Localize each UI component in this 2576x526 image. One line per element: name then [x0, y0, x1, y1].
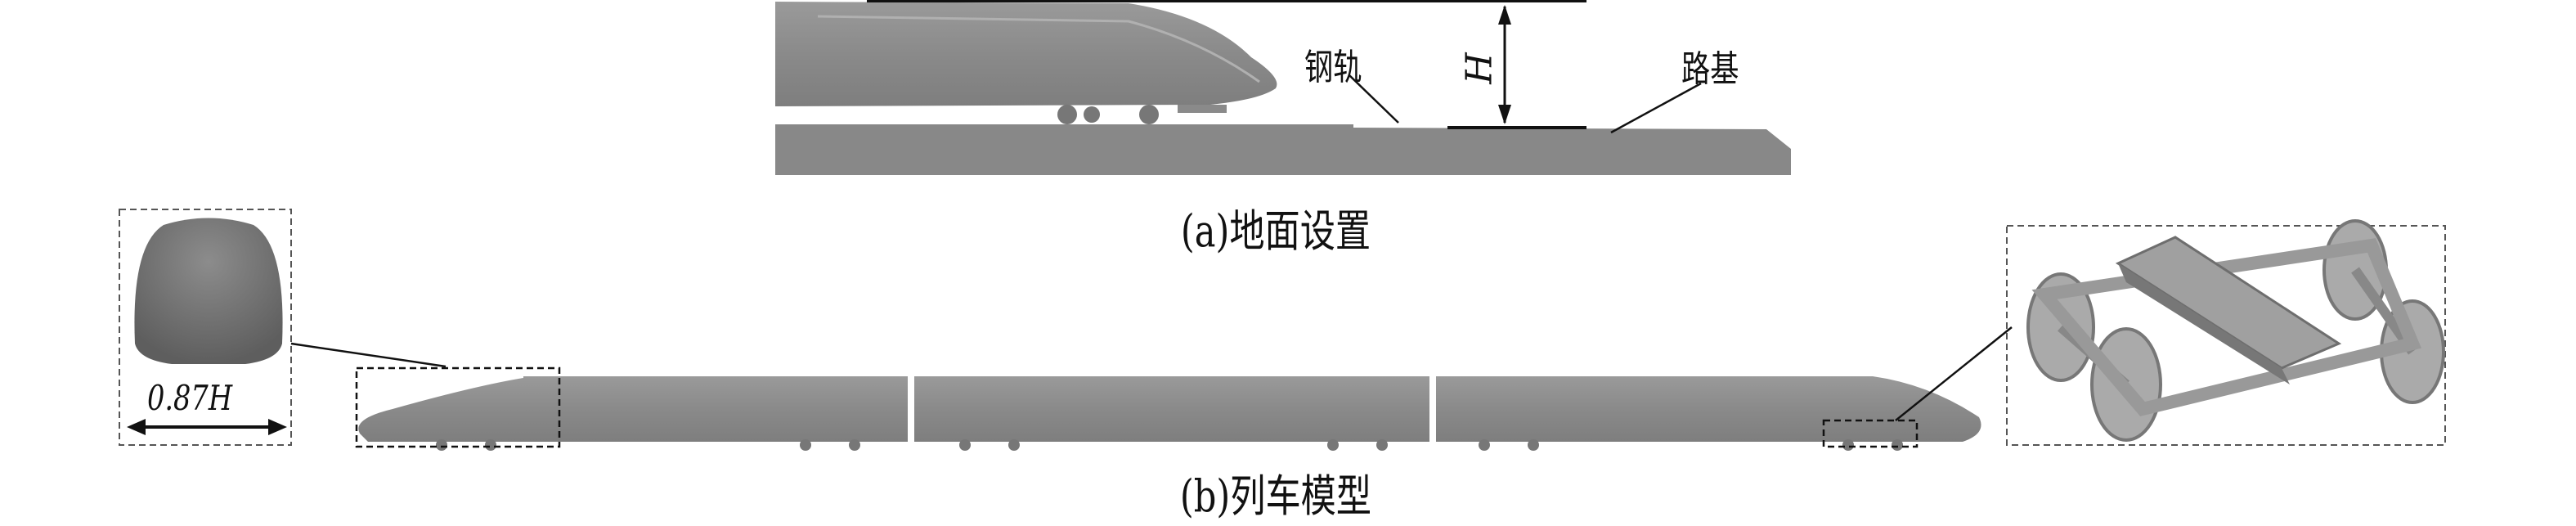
subgrade	[775, 124, 1791, 175]
train-nose-side-view	[775, 2, 1277, 124]
bogie-inset-frame	[2006, 225, 2446, 446]
subgrade-label: 路基	[1681, 48, 1739, 90]
bogie-leader-line	[1895, 326, 2013, 421]
width-arrow	[127, 419, 287, 435]
caption-b: (b)列车模型	[1179, 470, 1372, 522]
bogie-highlight-frame	[1822, 419, 1919, 448]
subgrade-leader-line	[1610, 82, 1702, 134]
nose-leader-line	[290, 342, 447, 368]
nose-highlight-frame	[355, 366, 561, 448]
height-arrow	[1498, 5, 1511, 124]
rail-label: 钢轨	[1304, 47, 1362, 88]
train-full-model	[358, 376, 1981, 451]
height-label: H	[1458, 52, 1501, 84]
bogie-model	[2026, 219, 2445, 442]
width-label: 0.87H	[147, 378, 233, 418]
rail-leader-line	[1349, 74, 1399, 124]
caption-a: (a)地面设置	[1180, 205, 1371, 257]
train-front-view	[134, 218, 283, 364]
front-view-inset-frame	[119, 209, 292, 446]
